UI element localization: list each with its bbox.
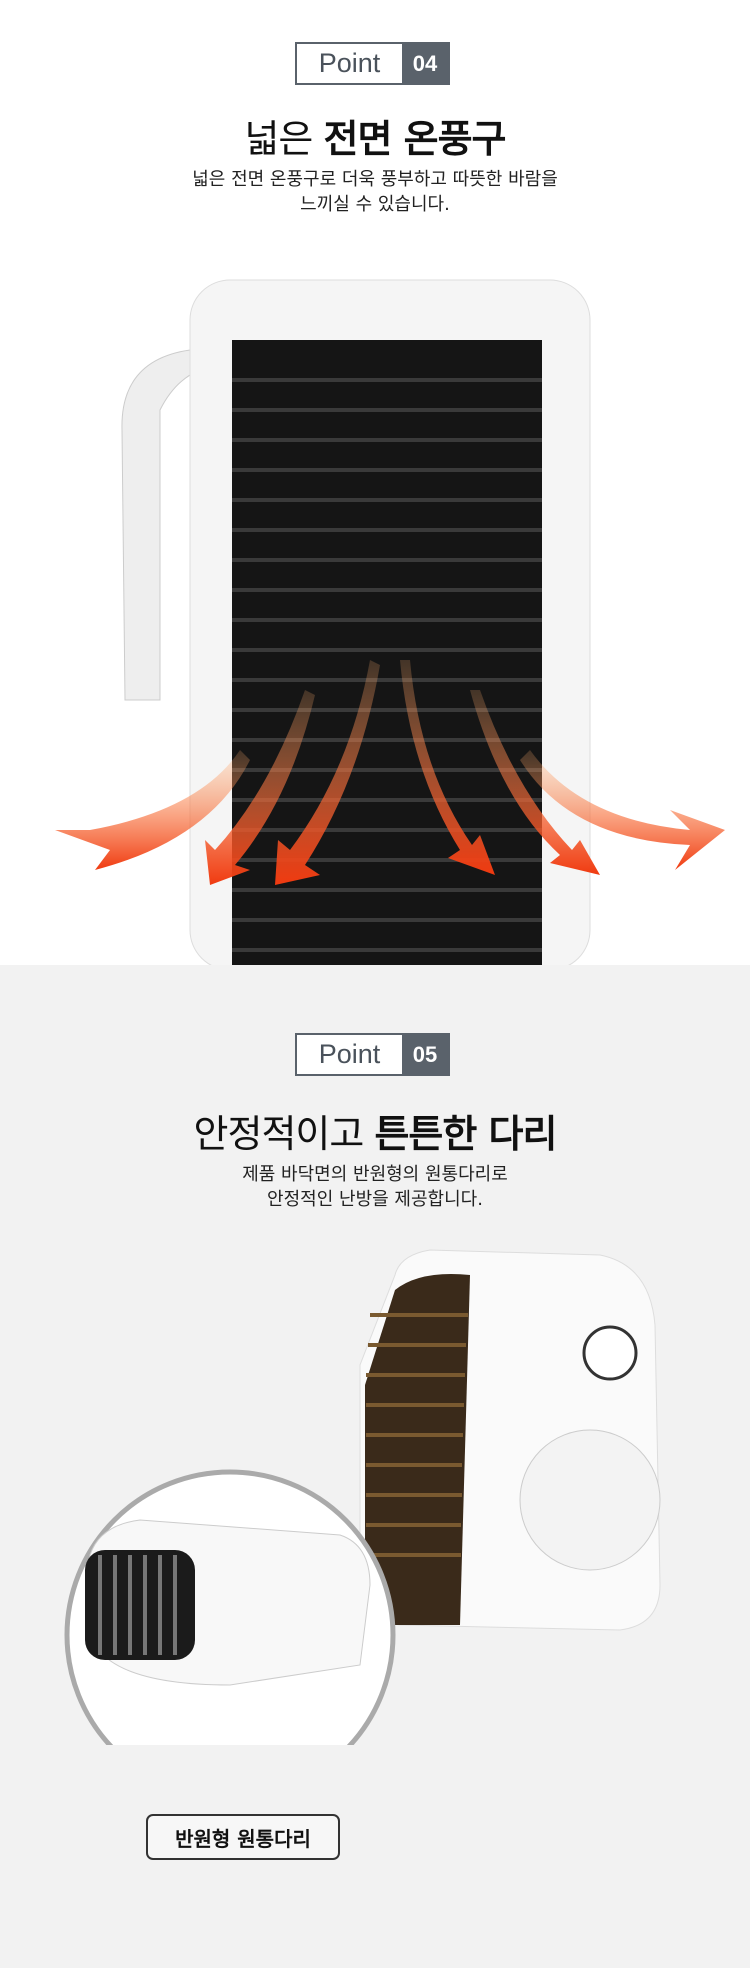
point-label: Point bbox=[318, 1039, 381, 1069]
title-light: 넓은 bbox=[244, 117, 313, 161]
feature-label: 반원형 원통다리 bbox=[146, 1814, 340, 1860]
point-badge: Point 04 bbox=[295, 42, 450, 85]
point-number: 05 bbox=[402, 1035, 448, 1074]
title-light: 안정적이고 bbox=[193, 1112, 365, 1156]
point-number: 04 bbox=[402, 44, 448, 83]
title-bold: 전면 온풍구 bbox=[323, 117, 506, 161]
heater-front-image bbox=[55, 279, 725, 970]
section-point-05: Point 05 안정적이고 튼튼한 다리 제품 바닥면의 반원형의 원통다리로… bbox=[0, 965, 750, 1968]
title-bold: 튼튼한 다리 bbox=[374, 1112, 557, 1156]
desc-line: 안정적인 난방을 제공합니다. bbox=[267, 1189, 483, 1210]
section-description: 넓은 전면 온풍구로 더욱 풍부하고 따뜻한 바람을 느끼실 수 있습니다. bbox=[0, 167, 750, 217]
point-badge: Point 05 bbox=[295, 1033, 450, 1076]
airflow-arrows bbox=[55, 660, 725, 885]
desc-line: 제품 바닥면의 반원형의 원통다리로 bbox=[242, 1164, 508, 1185]
point-label: Point bbox=[318, 48, 381, 78]
section-point-04: Point 04 넓은 전면 온풍구 넓은 전면 온풍구로 더욱 풍부하고 따뜻… bbox=[0, 0, 750, 970]
desc-line: 느끼실 수 있습니다. bbox=[300, 194, 450, 215]
section-title: 안정적이고 튼튼한 다리 bbox=[0, 1103, 750, 1158]
desc-line: 넓은 전면 온풍구로 더욱 풍부하고 따뜻한 바람을 bbox=[192, 169, 558, 190]
section-title: 넓은 전면 온풍구 bbox=[0, 108, 750, 163]
section-description: 제품 바닥면의 반원형의 원통다리로 안정적인 난방을 제공합니다. bbox=[0, 1162, 750, 1212]
heater-product-image bbox=[64, 1249, 661, 1745]
